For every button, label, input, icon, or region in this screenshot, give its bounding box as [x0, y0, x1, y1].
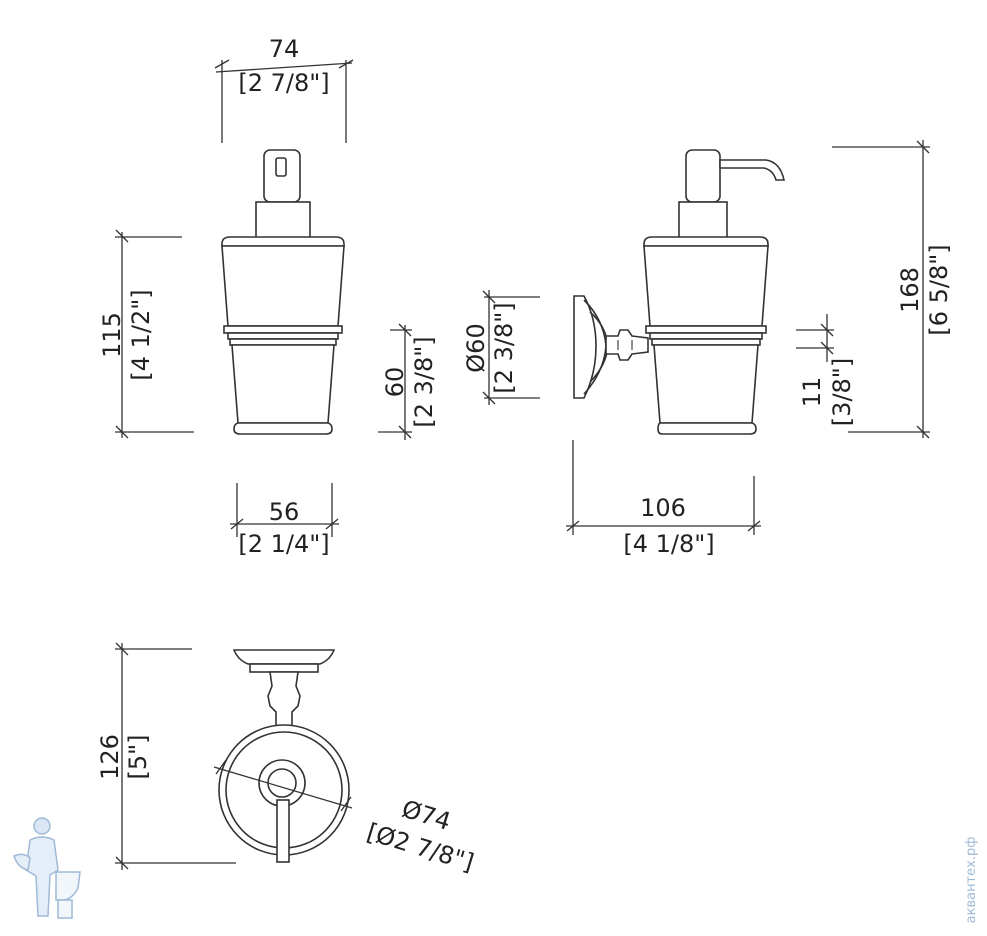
dim-collar-height: 11 [3/8"]: [796, 314, 856, 426]
dim-base-width-inch: [2 1/4"]: [238, 530, 329, 558]
mascot-logo: [13, 817, 81, 919]
top-view: [218, 649, 350, 863]
dim-front-lower-height-inch: [2 3/8"]: [410, 336, 438, 427]
dim-front-lower-height: 60 [2 3/8"]: [378, 323, 438, 440]
dim-base-width: 56 [2 1/4"]: [230, 483, 339, 558]
dim-top-depth-inch: [5"]: [124, 734, 152, 779]
dim-front-height-inch: [4 1/2"]: [127, 289, 155, 380]
side-view: [573, 149, 785, 435]
dim-total-height-mm: 168: [896, 267, 924, 313]
dim-side-diameter: Ø60 [2 3/8"]: [462, 290, 540, 405]
dim-total-height-inch: [6 5/8"]: [925, 244, 953, 335]
dim-top-depth: 126 [5"]: [96, 642, 236, 870]
dim-base-width-mm: 56: [269, 498, 300, 526]
dim-front-height: 115 [4 1/2"]: [98, 229, 194, 439]
dim-side-diameter-inch: [2 3/8"]: [490, 302, 518, 393]
dim-side-diameter-mm: Ø60: [462, 323, 490, 372]
dim-front-width-top-inch: [2 7/8"]: [238, 69, 329, 97]
dim-projection-mm: 106: [640, 494, 686, 522]
dim-top-depth-mm: 126: [96, 734, 124, 780]
dim-front-width-top: 74 [2 7/8"]: [214, 35, 354, 143]
dim-projection-inch: [4 1/8"]: [623, 530, 714, 558]
watermark-text: аквантех.рф: [964, 837, 979, 924]
dim-projection: 106 [4 1/8"]: [566, 440, 761, 558]
dim-collar-height-inch: [3/8"]: [828, 358, 856, 426]
dim-front-height-mm: 115: [98, 312, 126, 358]
dim-front-lower-height-mm: 60: [381, 367, 409, 398]
dim-collar-height-mm: 11: [798, 377, 826, 408]
dim-total-height: 168 [6 5/8"]: [832, 140, 953, 439]
dim-front-width-top-mm: 74: [269, 35, 300, 63]
front-view: [221, 149, 345, 435]
